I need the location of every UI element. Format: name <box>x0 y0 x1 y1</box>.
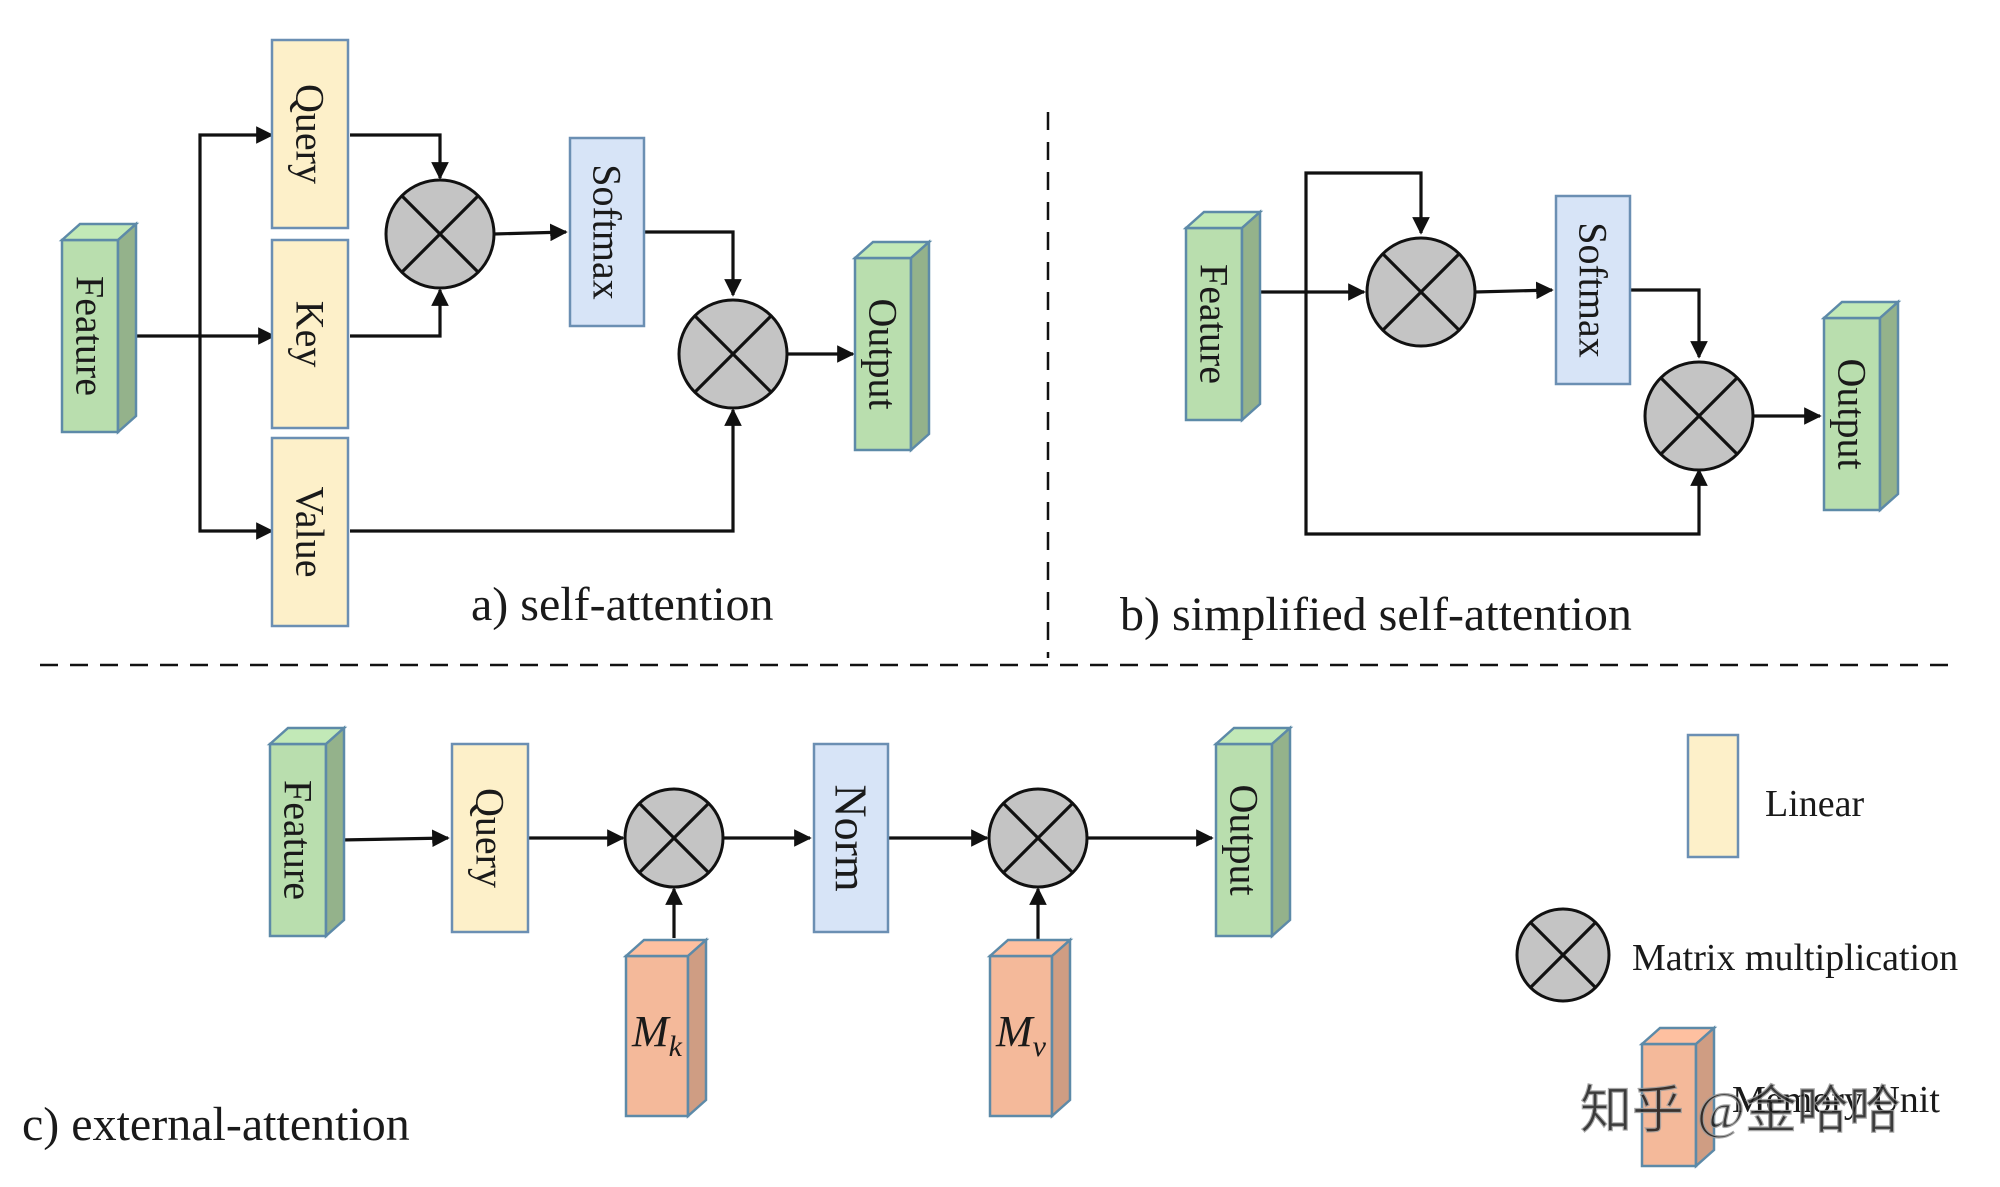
legend-memory: Memory Unit <box>1638 1025 1940 1169</box>
query-to-matmul-arrow <box>350 133 449 180</box>
value-block-a: Value <box>270 436 350 628</box>
feature-label-a: Feature <box>68 276 113 396</box>
norm-block: Norm <box>812 742 890 934</box>
query-block-c: Query <box>450 742 530 934</box>
feature-label-b: Feature <box>1192 264 1237 384</box>
output-block-a: Output <box>851 239 933 453</box>
mv-sub: v <box>1033 1030 1047 1063</box>
softmax-block-b: Softmax <box>1554 194 1632 386</box>
output-label-b: Output <box>1830 358 1875 469</box>
matmul-icon <box>384 178 496 290</box>
matmul-icon <box>1365 236 1477 348</box>
matmul-icon <box>1515 907 1611 1003</box>
panel-simplified-self-attention: Feature Softmax Output b) simplified sel… <box>1120 171 1902 641</box>
legend-matmul-label: Matrix multiplication <box>1632 937 1958 979</box>
caption-b: b) simplified self-attention <box>1120 588 1632 641</box>
value-label-a: Value <box>288 486 333 577</box>
matmul-icon <box>677 298 789 410</box>
softmax-label-b: Softmax <box>1571 222 1616 358</box>
query-label-a: Query <box>288 84 333 184</box>
legend-linear: Linear <box>1686 733 1865 859</box>
feature-block-c: Feature <box>266 725 348 939</box>
mk-sub: k <box>669 1030 683 1063</box>
matmul-icon <box>1643 360 1755 472</box>
key-block-a: Key <box>270 238 350 430</box>
panel-external-attention: Feature Query Norm Output <box>22 725 1294 1151</box>
feature-label-c: Feature <box>276 780 321 900</box>
feature-to-query-arrow-c <box>339 829 450 848</box>
watermark: 知乎 @金哈哈 <box>1580 1083 1901 1140</box>
query-label-c: Query <box>468 788 513 888</box>
output-label-a: Output <box>861 298 906 409</box>
feature-block-b: Feature <box>1182 209 1264 423</box>
legend: Linear Matrix multiplication Memory Unit <box>1515 733 1958 1169</box>
query-block-a: Query <box>270 38 350 230</box>
caption-a: a) self-attention <box>471 578 774 631</box>
matmul-to-softmax-arrow <box>493 223 568 242</box>
value-to-matmul-arrow <box>350 408 742 533</box>
memory-unit-mv: Mv <box>986 937 1074 1119</box>
softmax-block-a: Softmax <box>568 136 646 328</box>
mv-base: M <box>995 1007 1035 1056</box>
output-label-c: Output <box>1222 784 1267 895</box>
panel-self-attention: Feature Query Key Value Soft <box>58 38 933 631</box>
legend-linear-label: Linear <box>1765 783 1865 825</box>
feature-to-value-arrow <box>198 336 274 540</box>
softmax-to-matmul-arrow-b <box>1630 288 1708 359</box>
matmul-to-softmax-arrow-b <box>1474 281 1554 300</box>
softmax-to-matmul-arrow <box>644 230 742 297</box>
legend-linear-swatch <box>1686 733 1740 859</box>
matmul-icon <box>987 787 1089 889</box>
key-to-matmul-arrow <box>350 288 449 338</box>
feature-block-a: Feature <box>58 221 140 435</box>
memory-unit-mk: Mk <box>622 937 710 1119</box>
svg-text:Mk: Mk <box>631 1007 683 1063</box>
feature-to-query-arrow <box>198 126 274 336</box>
feature-top-branch-arrow <box>1304 171 1430 292</box>
caption-c: c) external-attention <box>22 1098 410 1151</box>
norm-label: Norm <box>826 784 877 892</box>
mk-base: M <box>631 1007 671 1056</box>
legend-matmul: Matrix multiplication <box>1515 907 1958 1003</box>
svg-text:Mv: Mv <box>995 1007 1047 1063</box>
matmul-icon <box>623 787 725 889</box>
feature-bottom-branch-arrow <box>1304 292 1708 536</box>
softmax-label-a: Softmax <box>585 164 630 300</box>
output-block-b: Output <box>1820 299 1902 513</box>
key-label-a: Key <box>288 301 333 368</box>
legend-memory-label: Memory Unit <box>1732 1079 1940 1121</box>
output-block-c: Output <box>1212 725 1294 939</box>
